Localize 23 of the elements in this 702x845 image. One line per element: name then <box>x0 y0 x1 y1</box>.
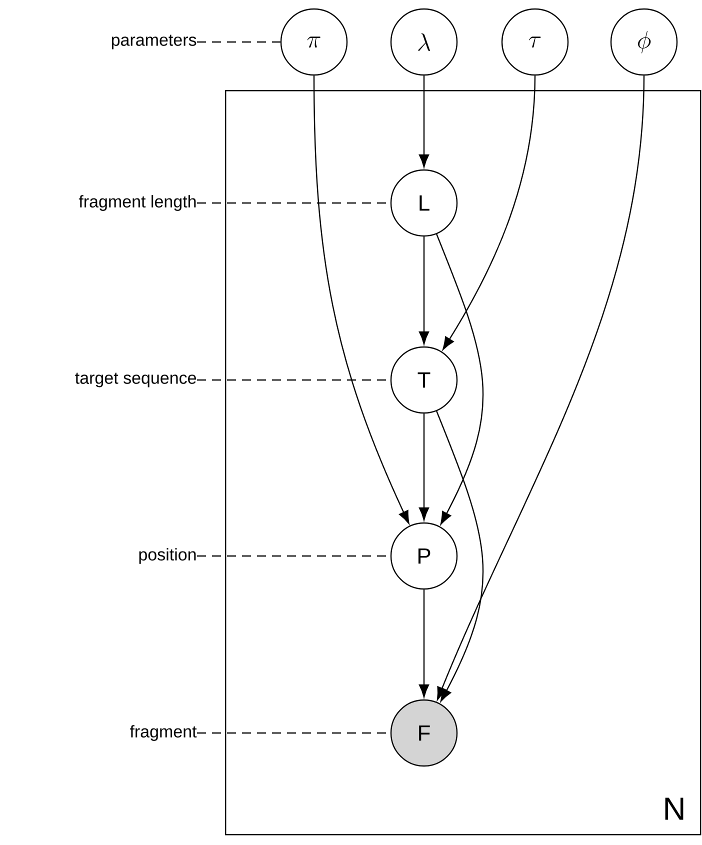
arrow <box>436 76 645 700</box>
parameter-node: $\pi$ <box>280 8 348 76</box>
leader-line <box>197 41 280 43</box>
node-label: fragment length <box>78 195 196 211</box>
variable-node: L <box>390 169 458 237</box>
arrow <box>418 76 430 168</box>
variable-node: F <box>390 699 458 767</box>
variable-node: P <box>390 522 458 590</box>
arrow <box>418 236 430 344</box>
arrow <box>313 76 410 524</box>
arrow <box>436 410 484 702</box>
node-label: target sequence <box>75 372 196 388</box>
arrow <box>436 234 484 525</box>
parameter-node: $\tau$ <box>501 8 569 76</box>
node-label: fragment <box>130 725 197 741</box>
node-label: position <box>139 548 196 564</box>
arrow <box>418 414 430 520</box>
arrow <box>442 76 536 350</box>
parameter-node: $\lambda$ <box>390 8 458 76</box>
variable-node: T <box>390 346 458 414</box>
node-label: parameters <box>112 34 196 50</box>
parameter-node: $\phi$ <box>610 8 678 76</box>
arrow <box>418 590 430 698</box>
